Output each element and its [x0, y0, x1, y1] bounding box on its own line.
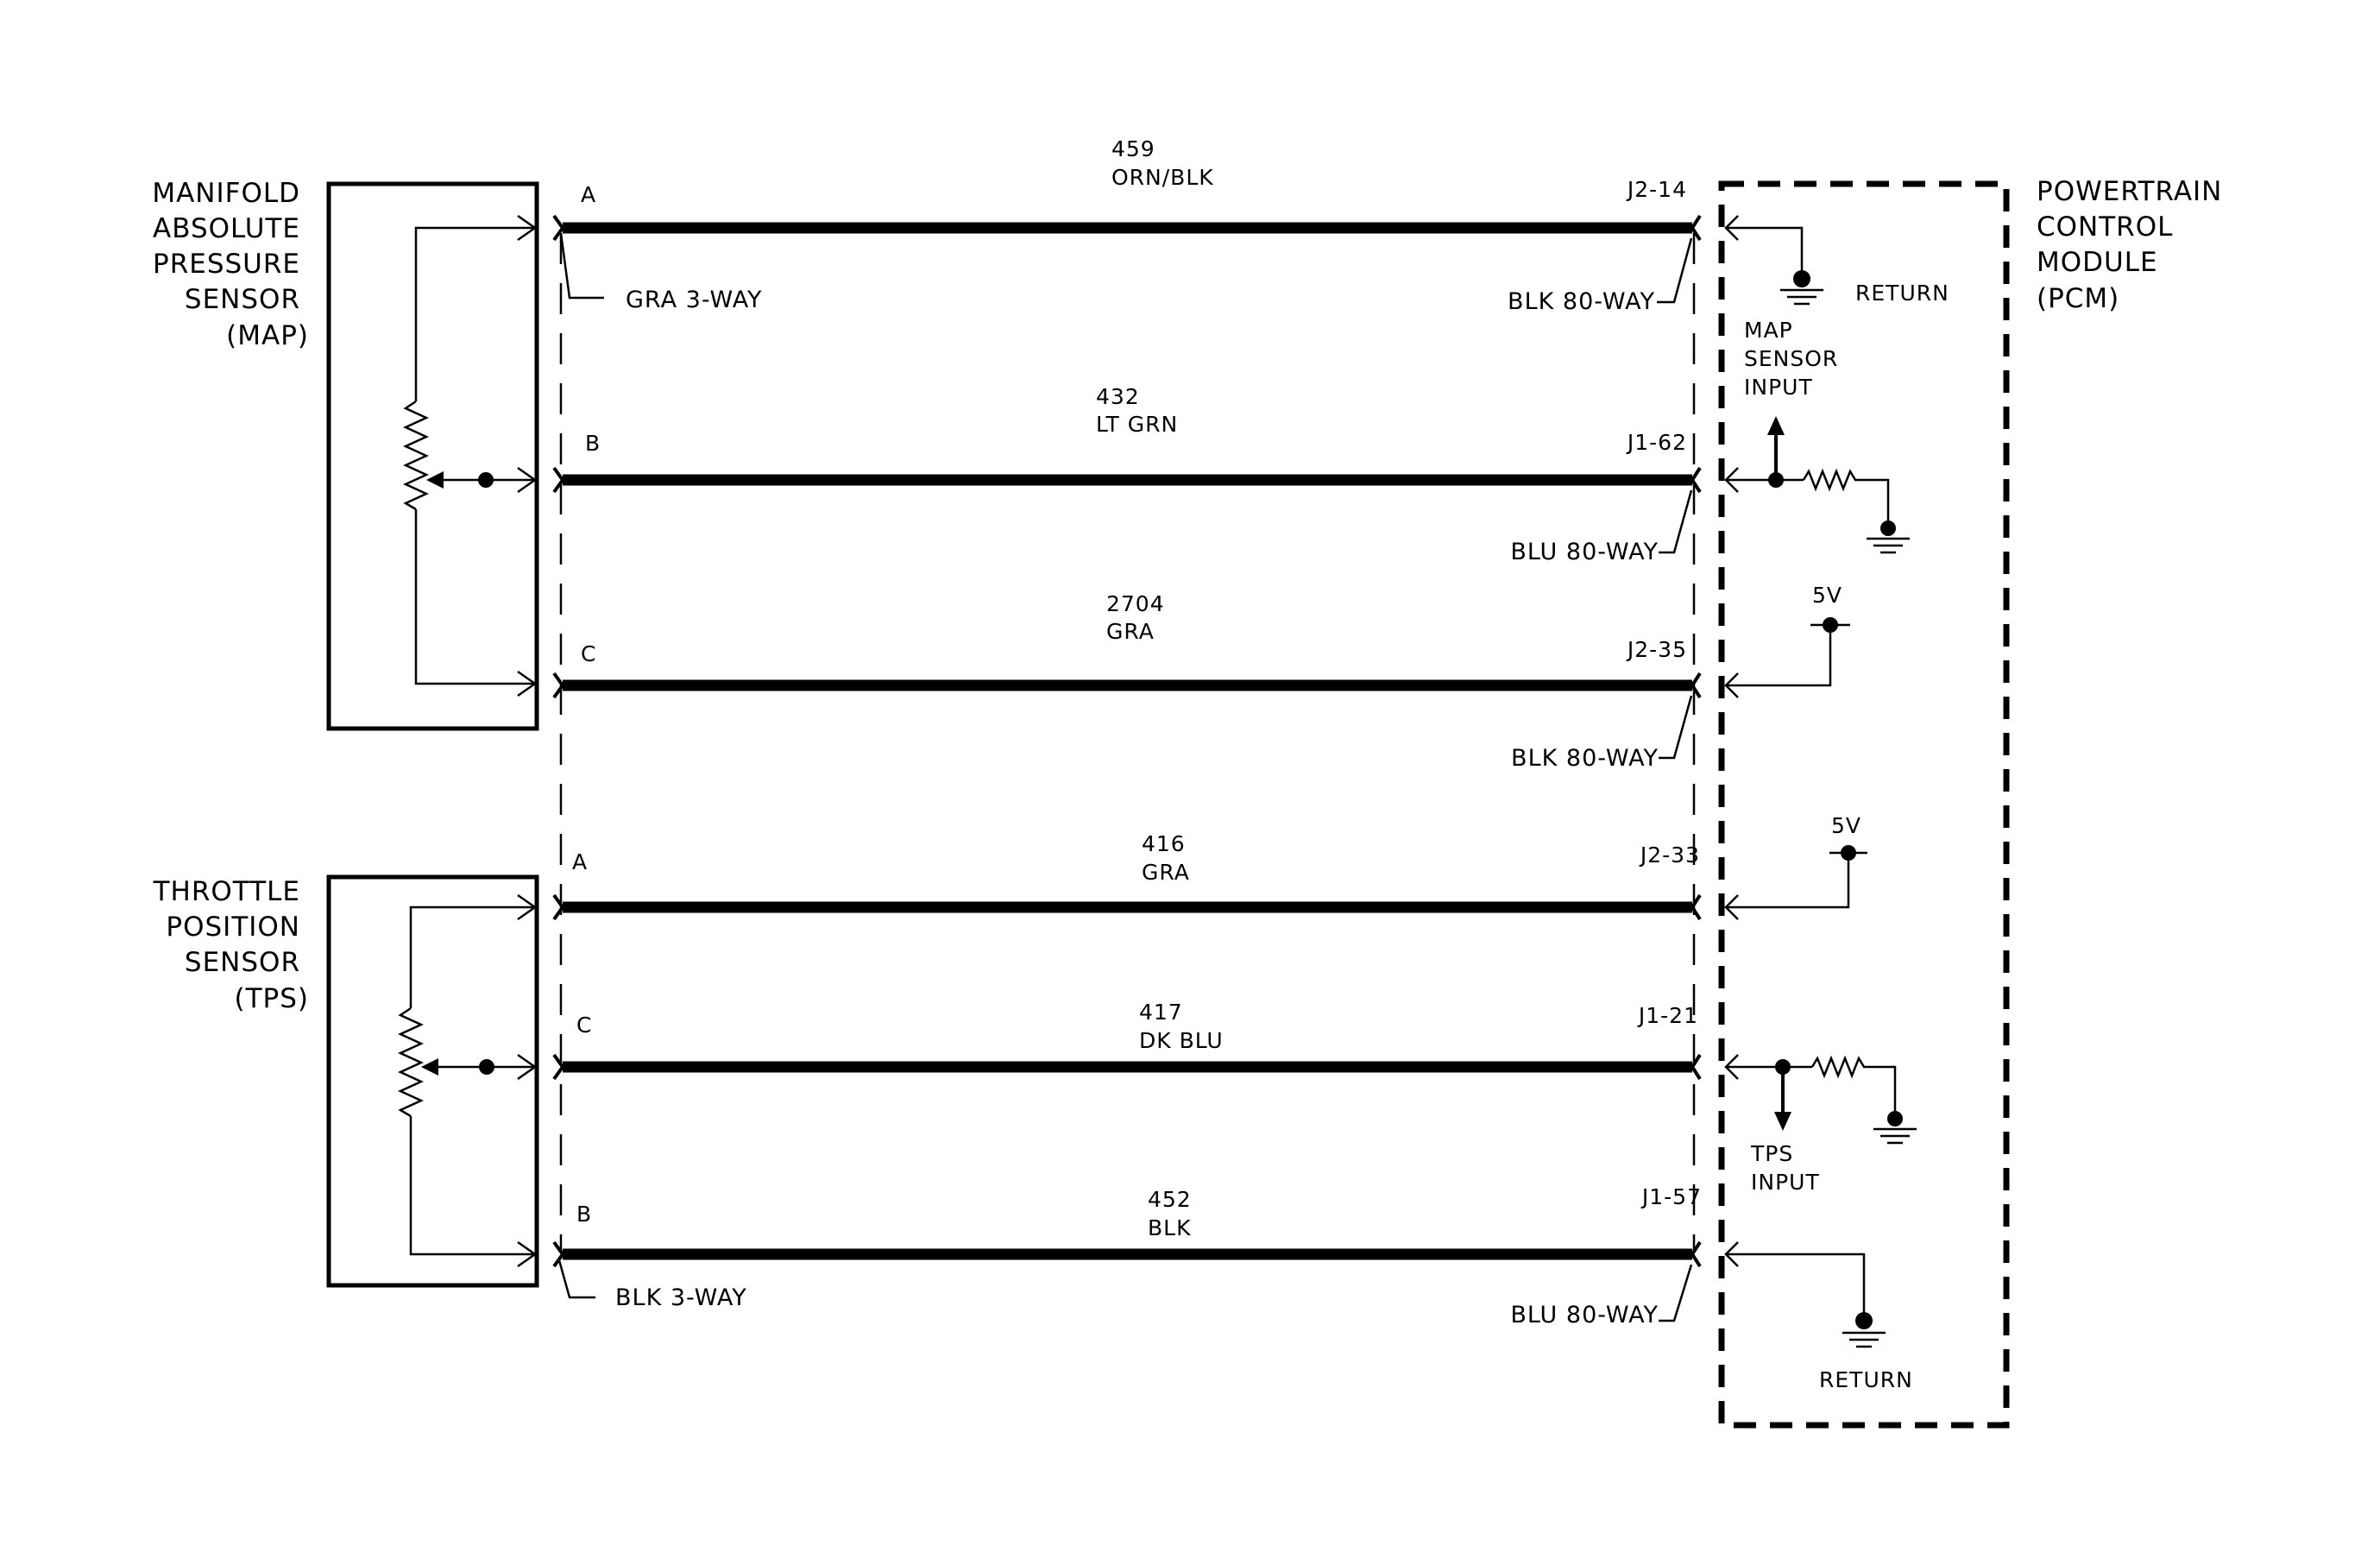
wire-pin: C: [581, 641, 596, 666]
return-label-bottom: RETURN: [1819, 1367, 1913, 1392]
map-sensor-label: MANIFOLD ABSOLUTE PRESSURE SENSOR (MAP): [152, 178, 309, 351]
pcm-label-line-1: POWERTRAIN: [2037, 176, 2222, 207]
wire-pin: B: [585, 431, 601, 456]
pcm-return-bottom: RETURN: [1724, 1241, 1913, 1392]
map-input-line-1: MAP: [1744, 318, 1793, 343]
map-potentiometer: [402, 214, 538, 697]
wire-432: B 432 LT GRN J1-62 BLU 80-WAY: [552, 384, 1702, 565]
wire-color: BLK: [1148, 1215, 1191, 1240]
tps-input-line-2: INPUT: [1751, 1170, 1820, 1195]
wire-color: GRA: [1106, 619, 1155, 644]
pcm-label-line-4: (PCM): [2037, 283, 2119, 314]
wire-pcm-connector: BLK 80-WAY: [1511, 745, 1659, 772]
wire-color: GRA: [1142, 860, 1190, 885]
wire-circuit: 2704: [1106, 591, 1165, 616]
wire-pcm-pin: J2-14: [1626, 177, 1687, 202]
wire-pcm-pin: J1-57: [1640, 1184, 1702, 1209]
wire-circuit: 416: [1142, 831, 1186, 856]
tps-input-line-1: TPS: [1750, 1141, 1793, 1166]
map-input-line-2: SENSOR: [1744, 346, 1838, 371]
tps-potentiometer: [397, 893, 538, 1268]
v5-label-top: 5V: [1812, 583, 1842, 608]
wire-color: ORN/BLK: [1111, 165, 1214, 190]
tps-label-line-4: (TPS): [235, 983, 310, 1014]
map-label-line-2: ABSOLUTE: [153, 213, 300, 244]
wire-416: A 416 GRA J2-33: [552, 831, 1702, 921]
pcm-label: POWERTRAIN CONTROL MODULE (PCM): [2037, 176, 2222, 314]
wire-pcm-pin: J2-35: [1626, 637, 1687, 662]
wire-circuit: 417: [1139, 1000, 1183, 1025]
map-label-line-5: (MAP): [226, 320, 309, 351]
gra-3way-leader: [559, 232, 604, 300]
wire-pcm-connector: BLU 80-WAY: [1510, 539, 1659, 565]
pcm-map-input: MAP SENSOR INPUT: [1724, 318, 1910, 554]
blk-3way-leader: [557, 1259, 595, 1299]
pcm-return-top: RETURN: [1724, 215, 1949, 306]
pcm-label-line-2: CONTROL: [2037, 211, 2173, 243]
map-connector-label: GRA 3-WAY: [626, 287, 763, 313]
tps-connector-label: BLK 3-WAY: [615, 1284, 747, 1311]
map-label-line-1: MANIFOLD: [152, 178, 300, 209]
wire-pcm-pin: J2-33: [1639, 842, 1700, 868]
pcm-tps-input: TPS INPUT: [1724, 1054, 1917, 1195]
tps-sensor-label: THROTTLE POSITION SENSOR (TPS): [153, 876, 310, 1014]
pcm-5v-bottom: 5V: [1724, 813, 1867, 920]
map-sensor-box: [326, 181, 539, 731]
tps-sensor-box: [326, 874, 539, 1288]
wire-2704: C 2704 GRA J2-35 BLK 80-WAY: [552, 591, 1702, 772]
wire-pin: C: [576, 1013, 592, 1038]
wire-color: LT GRN: [1096, 412, 1178, 437]
wire-pin: B: [576, 1202, 592, 1227]
wire-pcm-connector: BLU 80-WAY: [1510, 1302, 1659, 1328]
tps-label-line-1: THROTTLE: [153, 876, 300, 907]
wire-pcm-pin: J1-21: [1637, 1003, 1698, 1028]
tps-label-line-2: POSITION: [166, 912, 300, 943]
pcm-5v-top: 5V: [1724, 583, 1850, 698]
wire-circuit: 432: [1096, 384, 1140, 409]
map-input-line-3: INPUT: [1744, 375, 1813, 400]
wire-452: B 452 BLK J1-57 BLU 80-WAY: [552, 1184, 1702, 1328]
wire-417: C 417 DK BLU J1-21: [552, 1000, 1702, 1081]
wire-459: A 459 ORN/BLK J2-14 BLK 80-WAY: [552, 136, 1702, 315]
map-label-line-3: PRESSURE: [153, 249, 300, 280]
wire-pcm-connector: BLK 80-WAY: [1508, 288, 1655, 315]
pcm-box: [1718, 180, 2010, 1429]
return-label-top: RETURN: [1855, 281, 1949, 306]
tps-label-line-3: SENSOR: [185, 947, 300, 978]
wire-circuit: 459: [1111, 136, 1155, 161]
v5-label-bottom: 5V: [1831, 813, 1861, 838]
pcm-label-line-3: MODULE: [2037, 247, 2158, 278]
wire-pin: A: [581, 182, 596, 207]
wire-circuit: 452: [1148, 1187, 1192, 1212]
wire-pcm-pin: J1-62: [1626, 430, 1687, 455]
map-label-line-4: SENSOR: [185, 284, 300, 315]
wire-pin: A: [572, 849, 588, 874]
wire-color: DK BLU: [1139, 1028, 1224, 1053]
